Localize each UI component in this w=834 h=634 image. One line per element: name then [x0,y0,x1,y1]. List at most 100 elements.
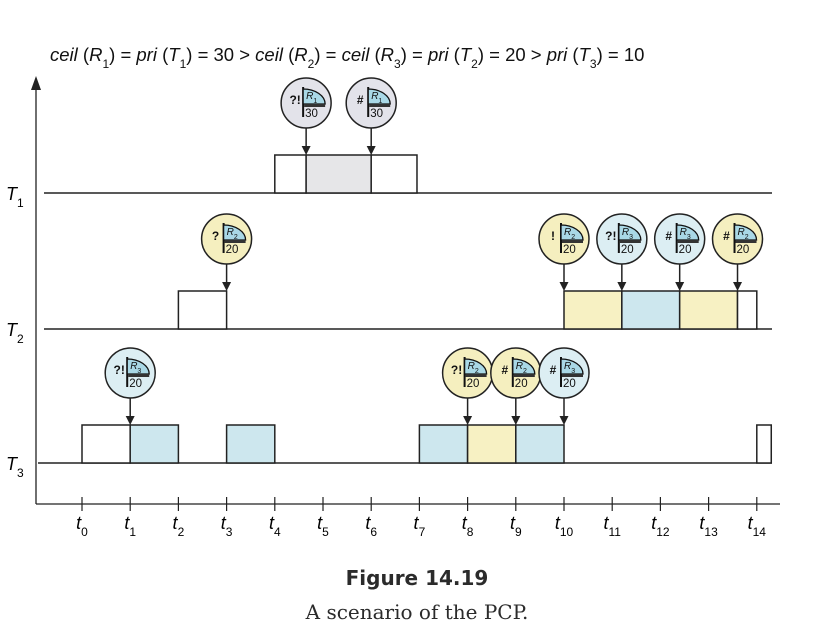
axes [31,76,780,505]
event-arrowhead [675,282,685,291]
tick-label: t10 [555,513,574,539]
resource-event-icon: # R1 30 [345,77,397,129]
ceiling-label: 20 [467,378,480,390]
execution-segment [466,424,517,464]
event-arrowhead [463,416,473,425]
resource-label: R2 [738,227,749,241]
resource-label: R3 [622,227,633,241]
resource-event-icon: ?! R3 20 [596,213,648,265]
tick-label: t3 [221,513,233,539]
task-rows: T1?!R130#R130T2?R220!R220?!R320#R320#R22… [6,77,773,480]
resource-event-icon: ?! R1 30 [280,77,332,129]
tick-label: t7 [414,513,426,539]
ceiling-label: 20 [515,378,528,390]
resource-label: R2 [227,227,238,241]
event-arrowhead [733,282,743,291]
execution-segment [515,424,565,464]
figure-caption: A scenario of the PCP. [305,600,529,624]
event-arrowhead [511,416,521,425]
execution-segment [563,290,623,330]
resource-glyph [126,358,150,375]
event-arrowhead [125,416,135,425]
resource-label: R1 [371,91,382,105]
tick-label: t6 [365,513,377,539]
execution-segment [736,290,758,330]
lock-op-symbol: # [357,93,364,107]
resource-glyph [560,358,584,375]
lock-op-symbol: ? [212,229,219,243]
tick-label: t8 [462,513,474,539]
tick-label: t1 [124,513,136,539]
resource-glyph [463,358,488,375]
tick-label: t13 [699,513,718,539]
ceiling-label: 20 [129,378,142,390]
tick-label: t11 [603,513,621,539]
ceiling-label: 20 [621,244,634,256]
resource-label: R2 [564,227,575,241]
execution-segment [756,424,773,464]
execution-segment [621,290,681,330]
event-arrowhead [559,282,569,291]
execution-segment [225,424,276,464]
resource-glyph [676,224,700,241]
execution-segment [678,290,739,330]
resource-glyph [618,224,642,241]
resource-glyph [512,358,536,375]
lock-op-symbol: # [665,229,672,243]
tick-label: t2 [173,513,185,539]
event-arrowhead [366,146,376,155]
resource-label: R2 [516,361,527,375]
tick-label: t14 [748,513,767,539]
event-arrowhead [301,146,311,155]
tick-label: t0 [76,513,88,539]
ceiling-label: 20 [563,378,576,390]
resource-event-icon: # R2 20 [490,347,542,399]
event-arrowhead [222,282,232,291]
vertical-axis-arrow [31,76,41,90]
execution-segment [274,154,307,194]
execution-segment [418,424,469,464]
lock-op-symbol: ! [551,229,555,243]
resource-glyph [302,88,326,105]
resource-glyph [367,88,391,105]
resource-glyph [733,224,758,241]
tick-label: t4 [269,513,281,539]
figure-title: Figure 14.19 [345,566,489,590]
pcp-timeline-diagram: ceil (R1) = pri (T1) = 30 > ceil (R2) = … [6,44,780,539]
task-label: T3 [6,454,24,480]
tick-label: t9 [510,513,522,539]
ceiling-label: 30 [370,108,383,120]
execution-segment [305,154,372,194]
resource-glyph [222,224,247,241]
ceiling-label: 20 [226,244,239,256]
ceiling-label: 20 [679,244,692,256]
resource-event-icon: ? R2 20 [200,213,253,265]
lock-op-symbol: # [723,229,730,243]
execution-segment [370,154,418,194]
event-arrowhead [617,282,627,291]
execution-segment [129,424,180,464]
lock-op-symbol: # [550,363,557,377]
execution-segment [177,290,228,330]
tick-label: t5 [317,513,329,539]
lock-op-symbol: ?! [451,363,462,377]
lock-op-symbol: ?! [114,363,125,377]
resource-glyph [560,224,584,241]
ceiling-label: 30 [305,108,318,120]
tick-label: t12 [651,513,670,539]
lock-op-symbol: ?! [289,93,300,107]
resource-event-icon: ?! R3 20 [104,347,156,399]
priority-ceiling-formula: ceil (R1) = pri (T1) = 30 > ceil (R2) = … [50,44,644,71]
resource-label: R1 [306,91,317,105]
ceiling-label: 20 [563,244,576,256]
lock-op-symbol: # [501,363,508,377]
resource-label: R3 [130,361,141,375]
lock-op-symbol: ?! [605,229,616,243]
